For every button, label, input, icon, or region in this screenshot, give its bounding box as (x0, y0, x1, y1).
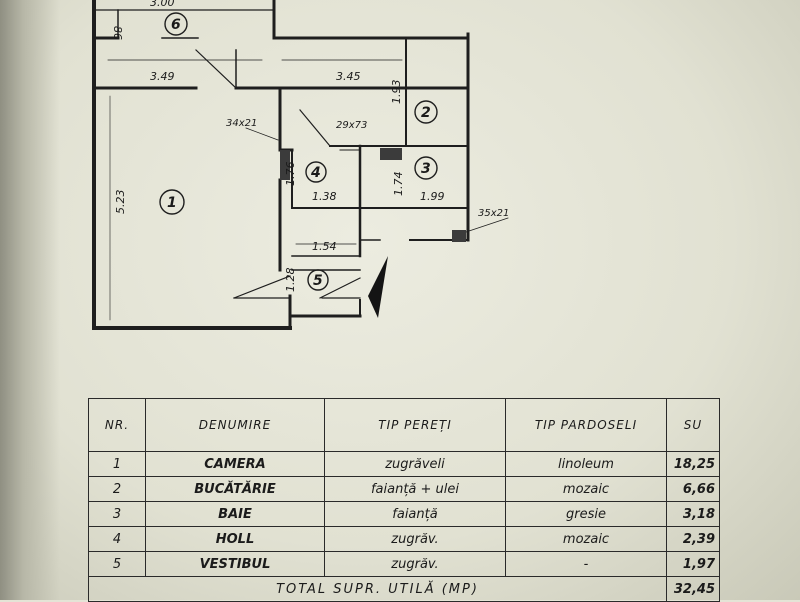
dim-174: 1.74 (392, 172, 405, 197)
room-marker-2 (414, 100, 438, 124)
room-label-1: 1 (167, 195, 177, 211)
ventilation-shaft-bath (452, 230, 466, 242)
room-label-4: 4 (310, 165, 321, 181)
cell-nr: 3 (88, 501, 146, 527)
cell-pardoseli: linoleum (505, 451, 667, 477)
cell-denumire: HOLL (145, 526, 325, 552)
cell-pereti: faianță + ulei (324, 476, 506, 502)
dim-35x21: 35x21 (478, 208, 509, 219)
room-schedule-table: NR. DENUMIRE TIP PEREȚI TIP PARDOSELI SU… (88, 398, 720, 602)
room-label-2: 2 (421, 105, 431, 121)
door-swing-kitchen (299, 109, 331, 147)
room-marker-6 (164, 12, 188, 36)
header-su: SU (666, 398, 720, 452)
cell-nr: 5 (88, 551, 146, 577)
room-marker-5 (307, 269, 329, 291)
cell-pereti: zugrăv. (324, 551, 506, 577)
cell-su: 2,39 (666, 526, 720, 552)
floor-plan: 3.00 86 3.49 3.45 1.93 34x21 29x73 1.76 … (92, 0, 509, 330)
table-row: 2 BUCĂTĂRIE faianță + ulei mozaic 6,66 (88, 476, 720, 502)
cell-su: 18,25 (666, 451, 720, 477)
cell-pardoseli: mozaic (505, 476, 667, 502)
dim-top-partial: 3.00 (150, 0, 175, 9)
entrance-arrow (368, 256, 388, 318)
dim-154: 1.54 (312, 240, 337, 253)
paper-shadow (0, 0, 60, 600)
dim-199: 1.99 (420, 190, 445, 203)
table-row: 4 HOLL zugrăv. mozaic 2,39 (88, 526, 720, 552)
room-label-3: 3 (421, 161, 431, 177)
cell-nr: 1 (88, 451, 146, 477)
cell-denumire: CAMERA (145, 451, 325, 477)
table-total-row: TOTAL SUPR. UTILĂ (MP) 32,45 (88, 576, 720, 602)
cell-denumire: VESTIBUL (145, 551, 325, 577)
room-marker-4 (305, 161, 327, 183)
dim-138: 1.38 (312, 190, 337, 203)
cell-pereti: faianță (324, 501, 506, 527)
door-arc-top (195, 49, 237, 89)
door-swing-entry (319, 277, 361, 299)
cell-pereti: zugrăveli (324, 451, 506, 477)
dim-29x73: 29x73 (336, 120, 367, 131)
cell-pereti: zugrăv. (324, 526, 506, 552)
ventilation-shaft-kitchen (380, 148, 402, 160)
dim-193: 1.93 (390, 80, 403, 105)
leader-35x21 (465, 217, 509, 233)
room-label-5: 5 (313, 273, 323, 289)
room-marker-3 (414, 156, 438, 180)
cell-denumire: BUCĂTĂRIE (145, 476, 325, 502)
dim-34x21: 34x21 (226, 118, 257, 129)
dim-128: 1.28 (284, 268, 297, 293)
header-nr: NR. (88, 398, 146, 452)
dim-176: 1.76 (284, 162, 297, 187)
cell-su: 1,97 (666, 551, 720, 577)
cell-nr: 2 (88, 476, 146, 502)
dim-349: 3.49 (150, 70, 175, 83)
cell-pardoseli: - (505, 551, 667, 577)
total-value: 32,45 (666, 576, 720, 602)
dim-345: 3.45 (336, 70, 361, 83)
header-denumire: DENUMIRE (145, 398, 325, 452)
table-row: 5 VESTIBUL zugrăv. - 1,97 (88, 551, 720, 577)
room-marker-1 (159, 189, 185, 215)
total-label: TOTAL SUPR. UTILĂ (MP) (88, 576, 667, 602)
door-swing-room1 (233, 275, 291, 299)
ventilation-shaft-hall (280, 150, 290, 180)
cell-pardoseli: mozaic (505, 526, 667, 552)
table-row: 3 BAIE faianță gresie 3,18 (88, 501, 720, 527)
header-pardoseli: TIP PARDOSELI (505, 398, 667, 452)
dim-86: 86 (111, 26, 124, 40)
cell-su: 6,66 (666, 476, 720, 502)
dim-523: 5.23 (114, 190, 127, 215)
room-label-6: 6 (171, 17, 181, 33)
cell-pardoseli: gresie (505, 501, 667, 527)
table-header-row: NR. DENUMIRE TIP PEREȚI TIP PARDOSELI SU (88, 398, 720, 452)
cell-denumire: BAIE (145, 501, 325, 527)
leader-34x21 (245, 127, 279, 141)
table-row: 1 CAMERA zugrăveli linoleum 18,25 (88, 451, 720, 477)
cell-su: 3,18 (666, 501, 720, 527)
header-pereti: TIP PEREȚI (324, 398, 506, 452)
cell-nr: 4 (88, 526, 146, 552)
